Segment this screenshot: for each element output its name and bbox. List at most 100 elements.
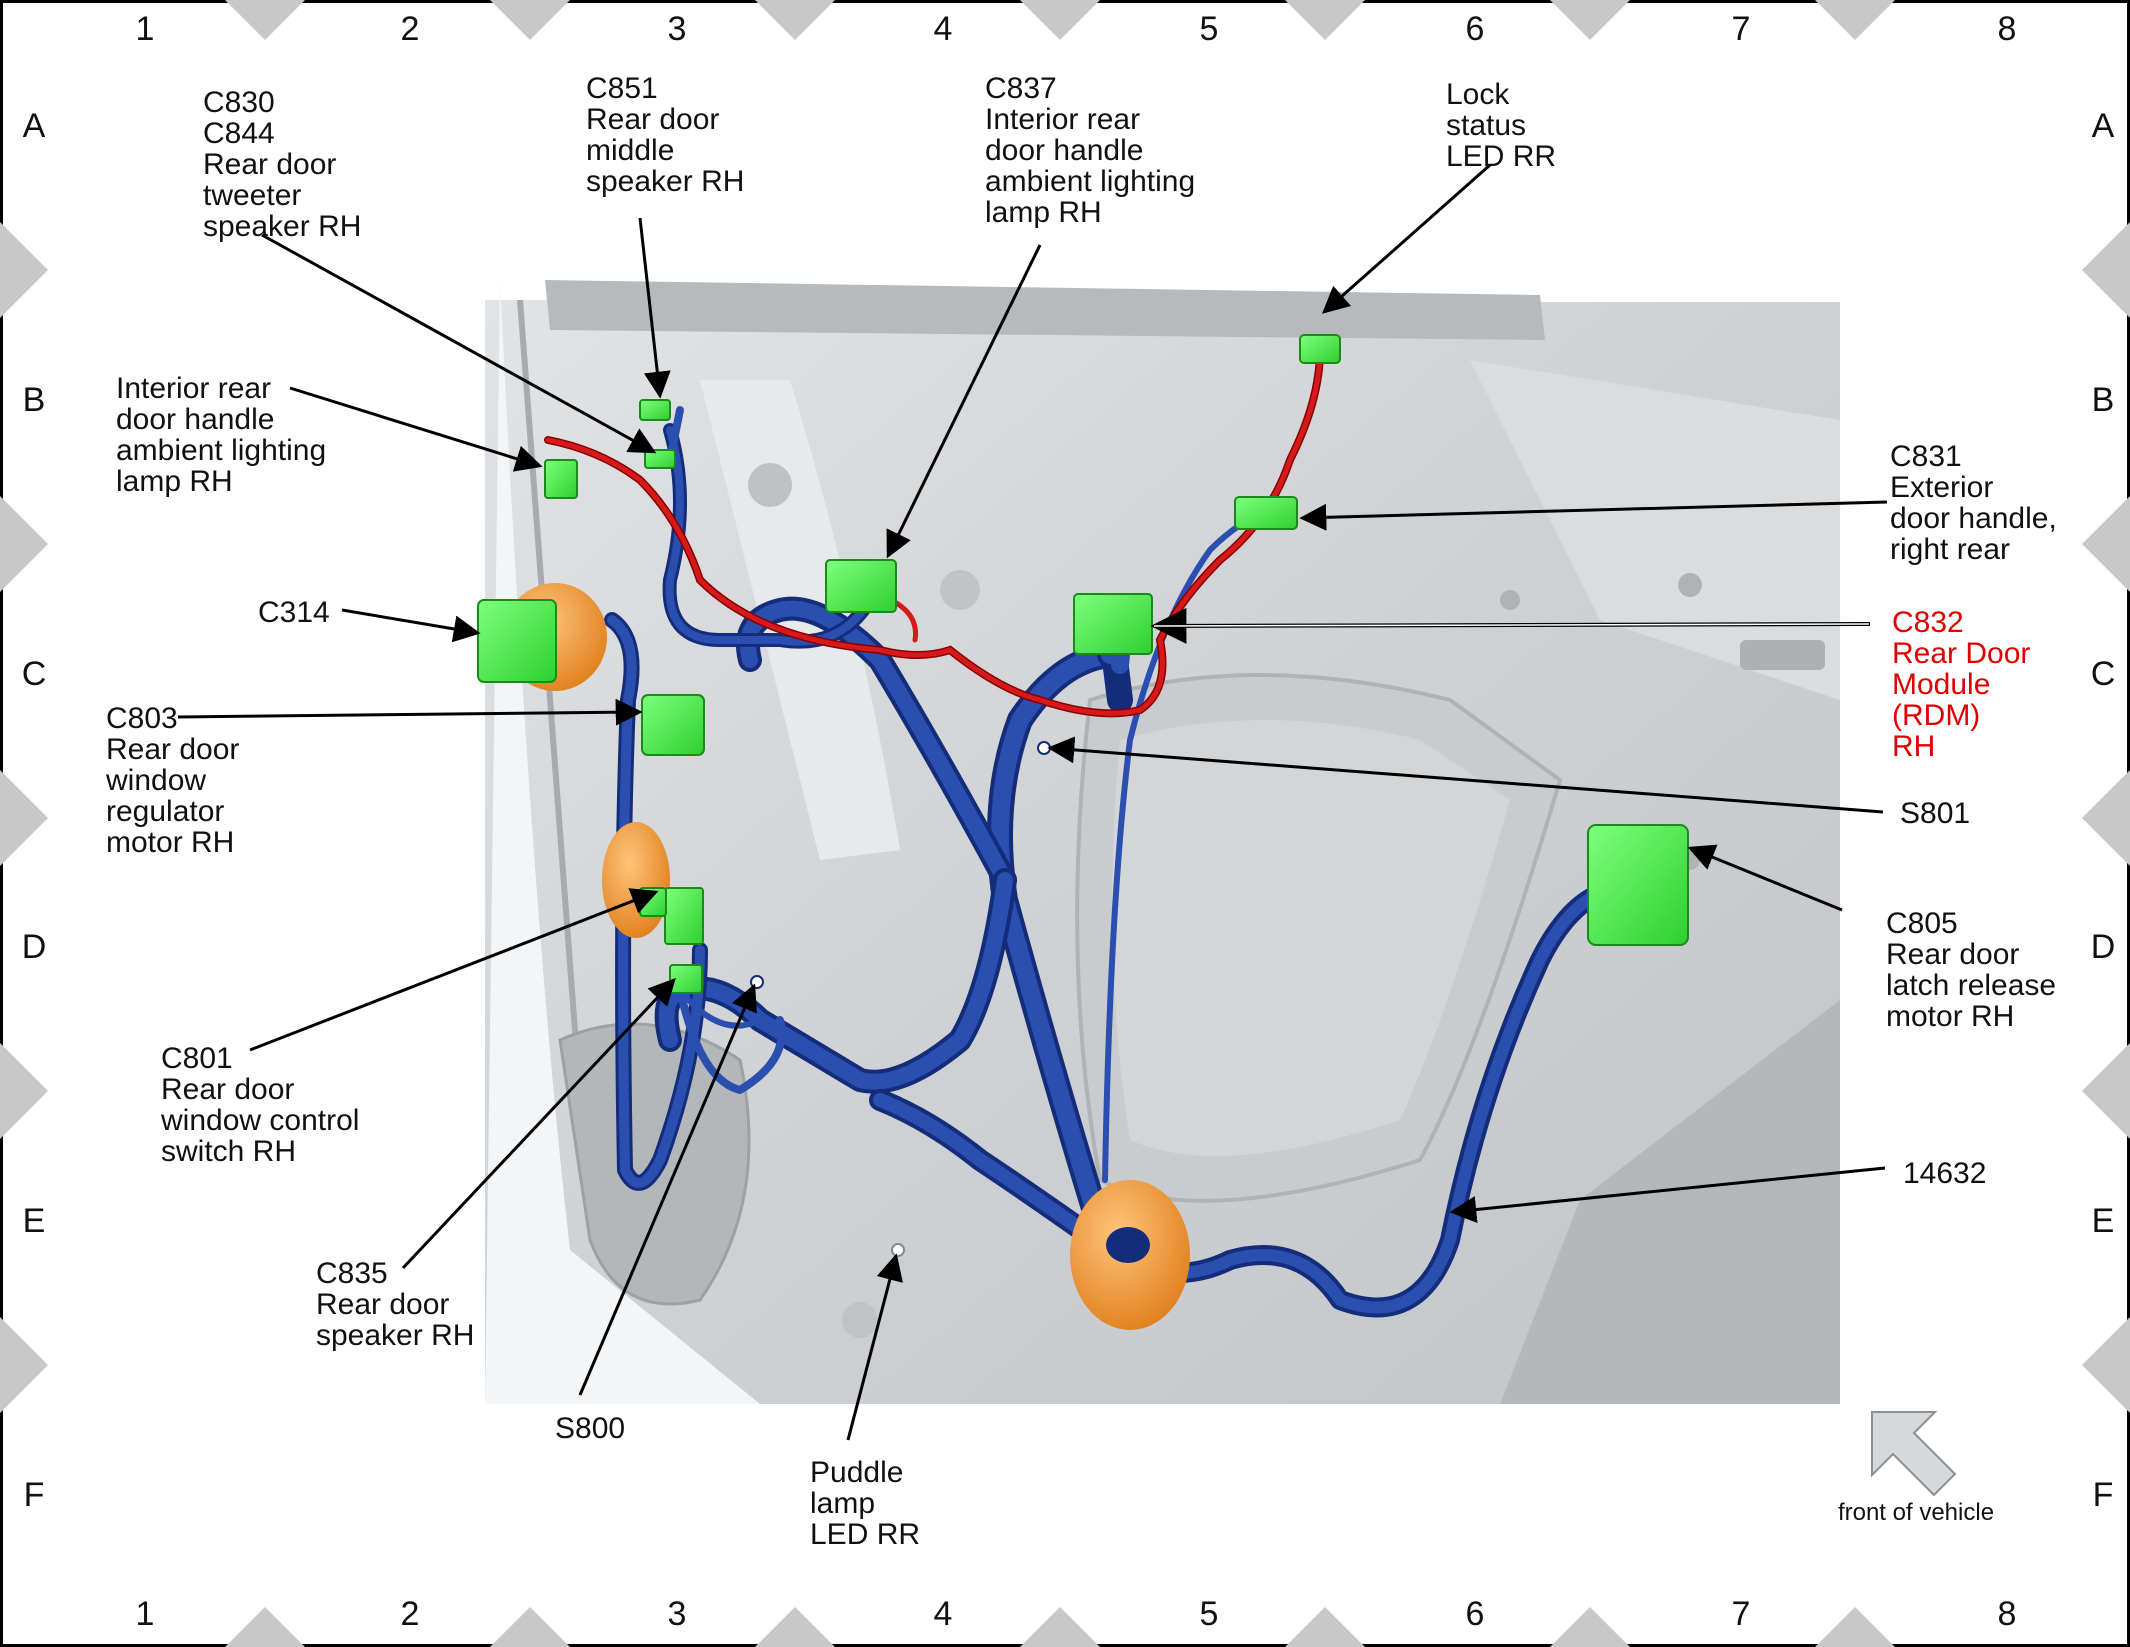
callout-line: door handle [985, 134, 1143, 167]
callout-c830-c844: C830 C844 Rear door tweeter speaker RH [203, 86, 361, 243]
grid-row-labels-left: A B C D E F [22, 107, 47, 1514]
callout-line: motor RH [106, 826, 234, 859]
callout-line: regulator [106, 795, 224, 828]
grid-row-label: B [23, 381, 46, 419]
splice-s801 [1037, 741, 1051, 755]
callout-c835: C835 Rear door speaker RH [316, 1257, 474, 1352]
grid-row-label: F [24, 1476, 45, 1514]
callout-harness-14632: 14632 [1903, 1157, 1986, 1190]
callout-line: C801 [161, 1042, 233, 1075]
callout-line: window [105, 764, 206, 797]
connector-c803 [641, 694, 705, 756]
callout-line: status [1446, 109, 1526, 142]
grid-row-label: C [22, 655, 47, 693]
callout-line: speaker RH [203, 210, 361, 243]
callout-line: LED RR [810, 1518, 920, 1551]
orientation-indicator: front of vehicle [1838, 1411, 1994, 1526]
connector-c801 [664, 887, 704, 945]
callout-line: motor RH [1886, 1000, 2014, 1033]
callout-line: C830 [203, 86, 275, 119]
connector-c314 [477, 599, 557, 683]
grid-row-label: B [2092, 381, 2115, 419]
grid-row-label: E [2092, 1202, 2115, 1240]
callout-line: ambient lighting [985, 165, 1195, 198]
puddle-lamp-point [891, 1243, 905, 1257]
callout-line: Rear Door [1892, 637, 2030, 670]
grid-col-label: 3 [668, 10, 687, 48]
leader-lines [177, 163, 1888, 1441]
connector-c851 [639, 399, 671, 421]
grid-column-labels-bottom: 1 2 3 4 5 6 7 8 [136, 1595, 2017, 1633]
callout-line: speaker RH [586, 165, 744, 198]
callout-line: Exterior [1890, 471, 1993, 504]
callout-s800: S800 [555, 1412, 625, 1445]
grid-col-label: 8 [1998, 10, 2017, 48]
callout-line: C835 [316, 1257, 388, 1290]
callout-line: ambient lighting [116, 434, 326, 467]
grid-col-label: 3 [668, 1595, 687, 1633]
grid-col-label: 7 [1732, 10, 1751, 48]
callout-line: Rear door [161, 1073, 294, 1106]
callout-line: S801 [1900, 797, 1970, 830]
callout-lock-status-led: Lock status LED RR [1446, 78, 1556, 173]
callout-line: C314 [258, 596, 330, 629]
grid-col-label: 8 [1998, 1595, 2017, 1633]
callout-line: 14632 [1903, 1157, 1986, 1190]
callout-line: C837 [985, 72, 1057, 105]
callout-line: C844 [203, 117, 275, 150]
callout-line: right rear [1890, 533, 2010, 566]
grid-row-label: D [22, 928, 47, 966]
callout-line: Rear door [106, 733, 239, 766]
callout-puddle-lamp: Puddle lamp LED RR [810, 1456, 920, 1551]
callout-line: lamp [810, 1487, 875, 1520]
grid-row-label: A [2092, 107, 2115, 145]
connector-interior-handle-lamp [544, 459, 578, 499]
callout-line: Interior rear [985, 103, 1140, 136]
grid-col-label: 6 [1466, 10, 1485, 48]
grid-row-label: F [2093, 1476, 2114, 1514]
callout-line: Rear door [316, 1288, 449, 1321]
callout-line: Rear door [1886, 938, 2019, 971]
callout-line: window control [160, 1104, 359, 1137]
callout-line: C831 [1890, 440, 1962, 473]
connector-c832 [1073, 593, 1153, 655]
callout-line: latch release [1886, 969, 2056, 1002]
callout-c314: C314 [258, 596, 330, 629]
callout-line: C803 [106, 702, 178, 735]
grid-col-label: 4 [934, 1595, 953, 1633]
callout-line: C851 [586, 72, 658, 105]
callout-line: lamp RH [985, 196, 1102, 229]
grid-col-label: 2 [401, 10, 420, 48]
connector-c837 [825, 559, 897, 613]
grid-col-label: 7 [1732, 1595, 1751, 1633]
connector-lock-led [1299, 334, 1341, 364]
grid-row-label: D [2091, 928, 2116, 966]
callout-line: Rear door [203, 148, 336, 181]
callout-c831: C831 Exterior door handle, right rear [1890, 440, 2057, 566]
grid-col-label: 5 [1200, 1595, 1219, 1633]
grid-col-label: 1 [136, 10, 155, 48]
callout-line: C832 [1892, 606, 1964, 639]
arrow-up-left-icon [1871, 1411, 1957, 1497]
callout-line: (RDM) [1892, 699, 1980, 732]
grid-col-label: 4 [934, 10, 953, 48]
connector-c835 [669, 964, 703, 994]
connector-c830-c844 [644, 449, 676, 469]
callout-c832: C832 Rear Door Module (RDM) RH [1892, 606, 2030, 763]
grid-row-labels-right: A B C D E F [2091, 107, 2116, 1514]
connector-c805 [1587, 824, 1689, 946]
grid-row-label: A [23, 107, 46, 145]
callout-line: Lock [1446, 78, 1510, 111]
callout-line: Interior rear [116, 372, 271, 405]
callout-line: switch RH [161, 1135, 296, 1168]
grid-column-labels-top: 1 2 3 4 5 6 7 8 [136, 10, 2017, 48]
callout-c801: C801 Rear door window control switch RH [160, 1042, 359, 1168]
callout-line: Rear door [586, 103, 719, 136]
callout-line: speaker RH [316, 1319, 474, 1352]
callout-line: S800 [555, 1412, 625, 1445]
grid-col-label: 5 [1200, 10, 1219, 48]
callout-c851: C851 Rear door middle speaker RH [586, 72, 744, 198]
callout-c837: C837 Interior rear door handle ambient l… [985, 72, 1195, 229]
